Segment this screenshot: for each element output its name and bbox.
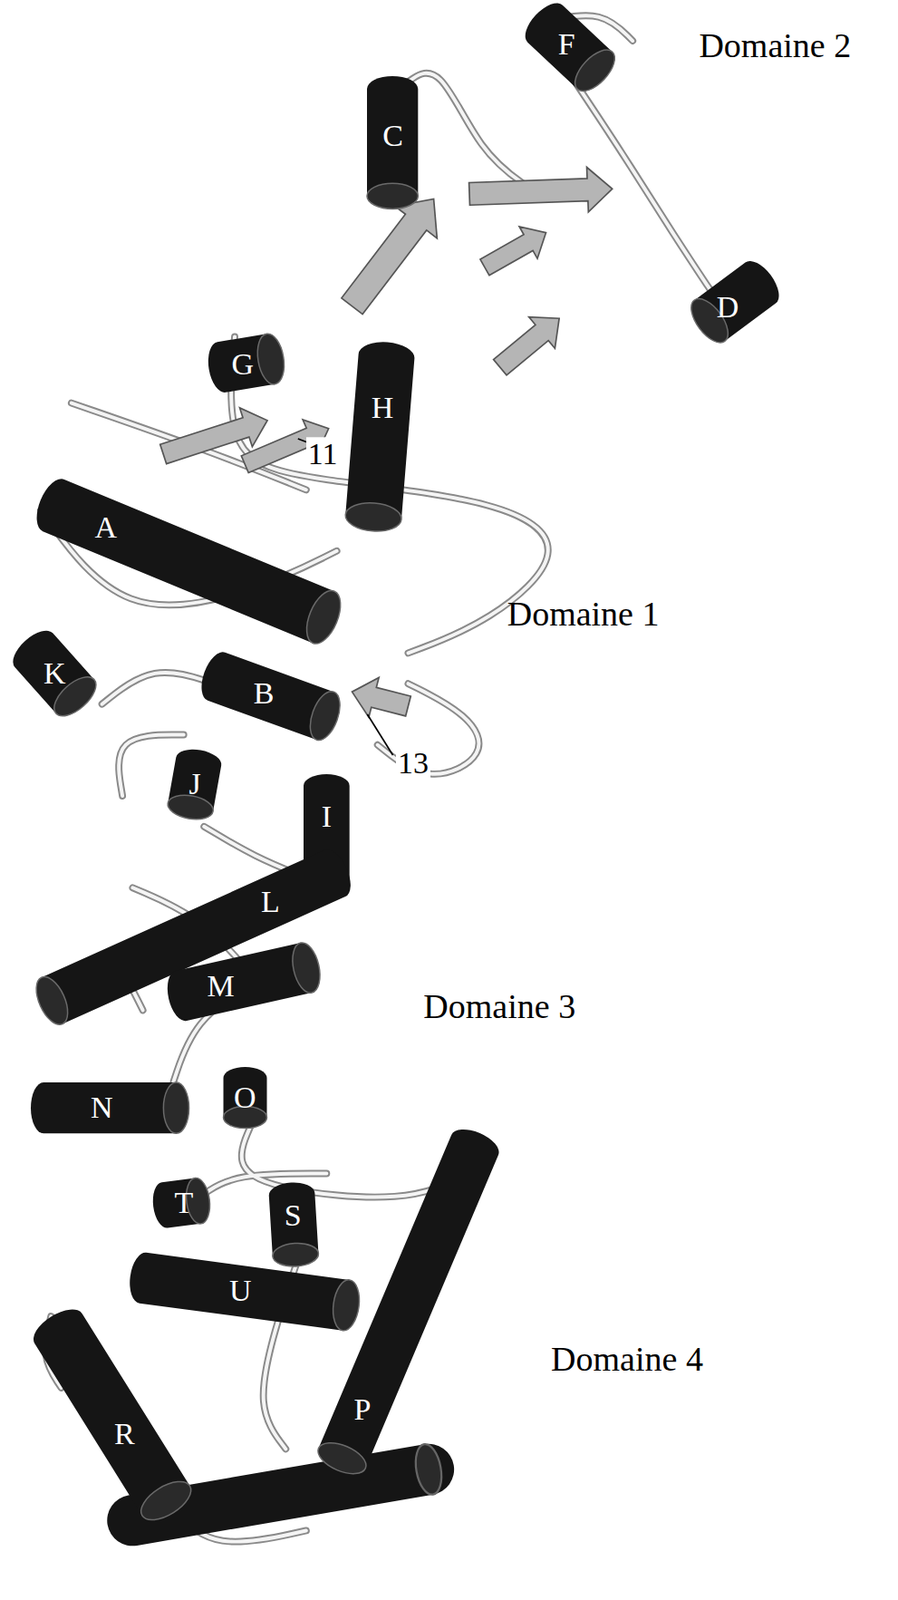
helix-shape bbox=[313, 1122, 503, 1480]
helix-label: C bbox=[382, 120, 404, 152]
helix-cap bbox=[344, 500, 403, 533]
helix-body bbox=[30, 1081, 190, 1133]
helix-cap bbox=[299, 585, 348, 648]
helix-shape bbox=[163, 939, 325, 1024]
helix-cylinder: N bbox=[30, 1081, 190, 1133]
helix-cap bbox=[135, 1473, 198, 1527]
helix-body bbox=[313, 1122, 503, 1480]
callout-number: 13 bbox=[395, 746, 431, 781]
helix-cylinder: S bbox=[268, 1180, 319, 1267]
helix-body bbox=[29, 844, 358, 1029]
helix-label: B bbox=[253, 677, 275, 709]
helix-body bbox=[29, 473, 348, 648]
helix-label: D bbox=[716, 291, 740, 323]
helix-label: O bbox=[233, 1081, 257, 1113]
helix-label: R bbox=[114, 1418, 136, 1449]
domain-label: Domaine 1 bbox=[507, 595, 660, 634]
helix-body bbox=[126, 1250, 363, 1333]
helix-label: K bbox=[43, 657, 67, 689]
coil-loop bbox=[407, 73, 531, 190]
helix-cylinder: U bbox=[126, 1250, 363, 1333]
helix-cylinder: C bbox=[366, 76, 418, 209]
beta-strand bbox=[341, 198, 437, 314]
callout-number: 11 bbox=[306, 436, 340, 471]
leader-line bbox=[366, 714, 393, 755]
coil-loop bbox=[102, 672, 215, 705]
helix-body bbox=[366, 76, 418, 209]
domain-label: Domaine 3 bbox=[423, 988, 576, 1027]
helix-shape bbox=[27, 1301, 198, 1527]
helix-cap bbox=[29, 971, 75, 1029]
helix-shape bbox=[344, 339, 416, 533]
helix-cylinder: P bbox=[313, 1122, 503, 1480]
helix-label: U bbox=[229, 1274, 252, 1306]
helix-label: M bbox=[207, 970, 235, 1002]
helix-cap bbox=[330, 1277, 363, 1333]
helix-cylinder: F bbox=[518, 0, 622, 98]
helix-cap bbox=[313, 1436, 371, 1480]
helix-cylinder: A bbox=[29, 473, 348, 648]
helix-label: N bbox=[90, 1091, 114, 1123]
helix-cap bbox=[163, 1081, 189, 1133]
helix-body bbox=[344, 339, 416, 533]
helix-cylinder: J bbox=[165, 745, 223, 822]
helix-cylinder: R bbox=[27, 1301, 198, 1527]
helix-label: A bbox=[95, 511, 118, 543]
helix-cap bbox=[271, 1241, 319, 1267]
helix-cylinder: O bbox=[224, 1066, 266, 1129]
helix-cylinder: K bbox=[6, 623, 103, 724]
helix-cylinder: H bbox=[344, 339, 416, 533]
helix-label: S bbox=[284, 1199, 302, 1231]
helix-label: L bbox=[260, 886, 281, 918]
beta-strand bbox=[493, 317, 561, 376]
coil-loop bbox=[102, 672, 215, 705]
helix-label: I bbox=[321, 801, 332, 832]
helix-body bbox=[222, 1066, 267, 1129]
helix-cap bbox=[568, 43, 622, 98]
coil-loop bbox=[407, 73, 531, 190]
helix-cap bbox=[366, 183, 418, 210]
helix-cylinder: D bbox=[684, 254, 786, 349]
beta-strand bbox=[352, 676, 412, 717]
beta-strand bbox=[480, 226, 547, 276]
helix-body bbox=[268, 1180, 319, 1267]
helix-shape bbox=[29, 473, 348, 648]
helix-body bbox=[165, 745, 223, 822]
helix-cap bbox=[288, 939, 325, 995]
helix-body bbox=[163, 939, 325, 1024]
helix-label: T bbox=[174, 1187, 194, 1218]
helix-cap bbox=[304, 686, 347, 744]
helix-label: H bbox=[371, 392, 395, 424]
helix-body bbox=[27, 1301, 198, 1527]
helix-cap bbox=[412, 1441, 445, 1497]
beta-strand bbox=[469, 166, 613, 212]
helix-body bbox=[150, 1176, 213, 1229]
helix-label: F bbox=[558, 28, 576, 60]
helix-label: P bbox=[354, 1393, 372, 1425]
helix-label: J bbox=[188, 768, 201, 800]
helix-body bbox=[204, 331, 288, 395]
helix-body bbox=[6, 623, 103, 724]
helix-cylinder: G bbox=[204, 331, 288, 395]
helix-cap bbox=[254, 331, 289, 387]
helix-body bbox=[684, 254, 786, 349]
helix-body bbox=[195, 647, 347, 744]
helix-body bbox=[518, 0, 622, 98]
domain-label: Domaine 4 bbox=[550, 1340, 704, 1379]
helix-cylinder: T bbox=[150, 1176, 213, 1229]
helix-label: G bbox=[231, 348, 255, 380]
helix-cylinder: M bbox=[163, 939, 325, 1024]
domain-label: Domaine 2 bbox=[698, 27, 851, 66]
helix-cylinder: B bbox=[195, 647, 347, 744]
